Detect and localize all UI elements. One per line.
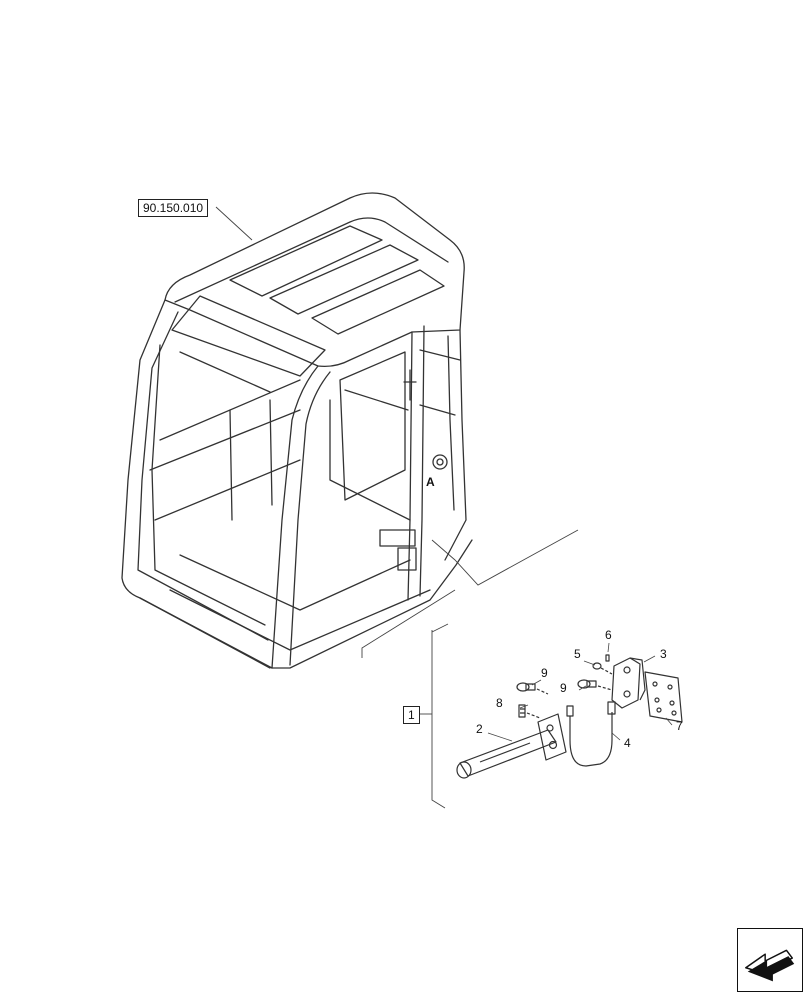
callout-9-left[interactable]: 9	[541, 666, 548, 680]
parent-reference-box[interactable]: 90.150.010	[138, 199, 209, 217]
cab-frame	[121, 192, 473, 669]
latch-assembly	[456, 654, 683, 779]
back-arrow-icon	[745, 949, 795, 982]
callout-8[interactable]: 8	[496, 696, 503, 710]
back-navigation-button[interactable]	[737, 928, 803, 992]
callout-3[interactable]: 3	[660, 647, 667, 661]
callout-6[interactable]: 6	[605, 628, 612, 642]
callout-5[interactable]: 5	[574, 647, 581, 661]
group-reference-box[interactable]: 1	[403, 706, 420, 724]
leader-lines	[215, 206, 579, 809]
callout-4[interactable]: 4	[624, 736, 631, 750]
callout-2[interactable]: 2	[476, 722, 483, 736]
callout-7[interactable]: 7	[676, 719, 683, 733]
callout-9-right[interactable]: 9	[560, 681, 567, 695]
detail-marker-label: A	[426, 475, 435, 489]
callout-leaders	[487, 642, 673, 742]
